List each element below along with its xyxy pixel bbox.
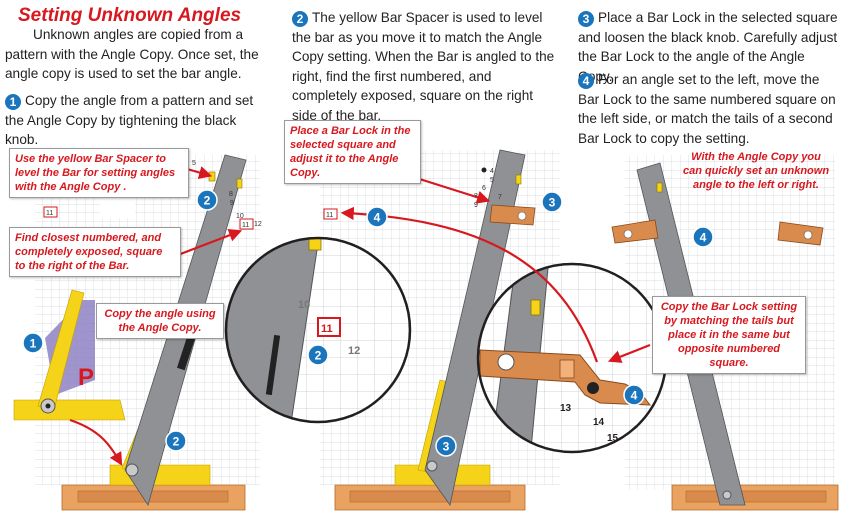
svg-text:6: 6 bbox=[482, 185, 486, 192]
panel-2-bar-assembly bbox=[334, 149, 526, 511]
pattern-letter: P bbox=[78, 364, 94, 391]
svg-text:12: 12 bbox=[254, 221, 262, 228]
step-4-badge: 4 bbox=[578, 73, 594, 89]
svg-text:8: 8 bbox=[229, 191, 233, 198]
svg-text:4: 4 bbox=[374, 211, 381, 225]
svg-text:3: 3 bbox=[443, 440, 450, 454]
badge-4c: 4 bbox=[692, 226, 714, 248]
svg-text:15: 15 bbox=[607, 433, 619, 444]
svg-text:4: 4 bbox=[631, 389, 638, 403]
svg-text:3: 3 bbox=[549, 196, 556, 210]
badge-1: 1 bbox=[22, 332, 44, 354]
svg-text:10: 10 bbox=[236, 213, 244, 220]
badge-4a: 4 bbox=[366, 206, 388, 228]
svg-text:10: 10 bbox=[298, 299, 310, 311]
svg-text:2: 2 bbox=[315, 349, 322, 363]
svg-text:1: 1 bbox=[30, 337, 37, 351]
badge-2c: 2 bbox=[307, 344, 329, 366]
svg-text:11: 11 bbox=[46, 210, 53, 217]
badge-3b: 3 bbox=[435, 435, 457, 457]
step-3-text: Place a Bar Lock in the selected square … bbox=[578, 10, 838, 84]
badge-3a: 3 bbox=[541, 191, 563, 213]
step-4-text: For an angle set to the left, move the B… bbox=[578, 72, 836, 146]
svg-text:11: 11 bbox=[326, 212, 333, 219]
svg-text:4: 4 bbox=[700, 231, 707, 245]
svg-text:4: 4 bbox=[490, 168, 494, 175]
svg-text:12: 12 bbox=[348, 345, 360, 357]
step-2-badge: 2 bbox=[292, 11, 308, 27]
badge-2b: 2 bbox=[165, 430, 187, 452]
svg-text:11: 11 bbox=[321, 323, 333, 335]
svg-text:13: 13 bbox=[560, 403, 572, 414]
callout-match-tails: Copy the Bar Lock setting by matching th… bbox=[652, 296, 806, 374]
step-3-badge: 3 bbox=[578, 11, 594, 27]
step-1-badge: 1 bbox=[5, 94, 21, 110]
svg-text:11: 11 bbox=[242, 222, 249, 229]
angle-copy-pattern bbox=[13, 289, 126, 421]
step-2-text: The yellow Bar Spacer is used to level t… bbox=[292, 10, 555, 123]
svg-text:5: 5 bbox=[192, 160, 196, 167]
callout-closest-square: Find closest numbered, and completely ex… bbox=[9, 227, 181, 277]
svg-text:2: 2 bbox=[173, 435, 180, 449]
callout-place-lock: Place a Bar Lock in the selected square … bbox=[284, 120, 421, 184]
badge-4b: 4 bbox=[623, 384, 645, 406]
intro-text: Unknown angles are copied from a pattern… bbox=[5, 27, 259, 81]
panel-3-bar-locks bbox=[611, 219, 824, 246]
svg-text:9: 9 bbox=[474, 202, 478, 209]
svg-text:5: 5 bbox=[490, 177, 494, 184]
page-title: Setting Unknown Angles bbox=[18, 5, 242, 26]
svg-text:9: 9 bbox=[230, 200, 234, 207]
callout-arrows bbox=[69, 165, 651, 466]
callout-quick-set: With the Angle Copy you can quickly set … bbox=[682, 151, 830, 191]
magnifier-2: 13 14 15 bbox=[476, 262, 668, 454]
panel-2-bar-lock bbox=[489, 204, 536, 226]
step-badges: 1 2 2 2 3 3 4 4 bbox=[22, 189, 714, 457]
panel-2-bar bbox=[424, 149, 526, 506]
badge-2a: 2 bbox=[196, 189, 218, 211]
svg-text:2: 2 bbox=[204, 194, 211, 208]
callout-bar-spacer: Use the yellow Bar Spacer to level the B… bbox=[9, 148, 189, 198]
callout-copy-angle: Copy the angle using the Angle Copy. bbox=[96, 303, 224, 339]
svg-text:14: 14 bbox=[593, 417, 605, 428]
step-1-text: Copy the angle from a pattern and set th… bbox=[5, 93, 254, 147]
svg-text:7: 7 bbox=[498, 194, 502, 201]
